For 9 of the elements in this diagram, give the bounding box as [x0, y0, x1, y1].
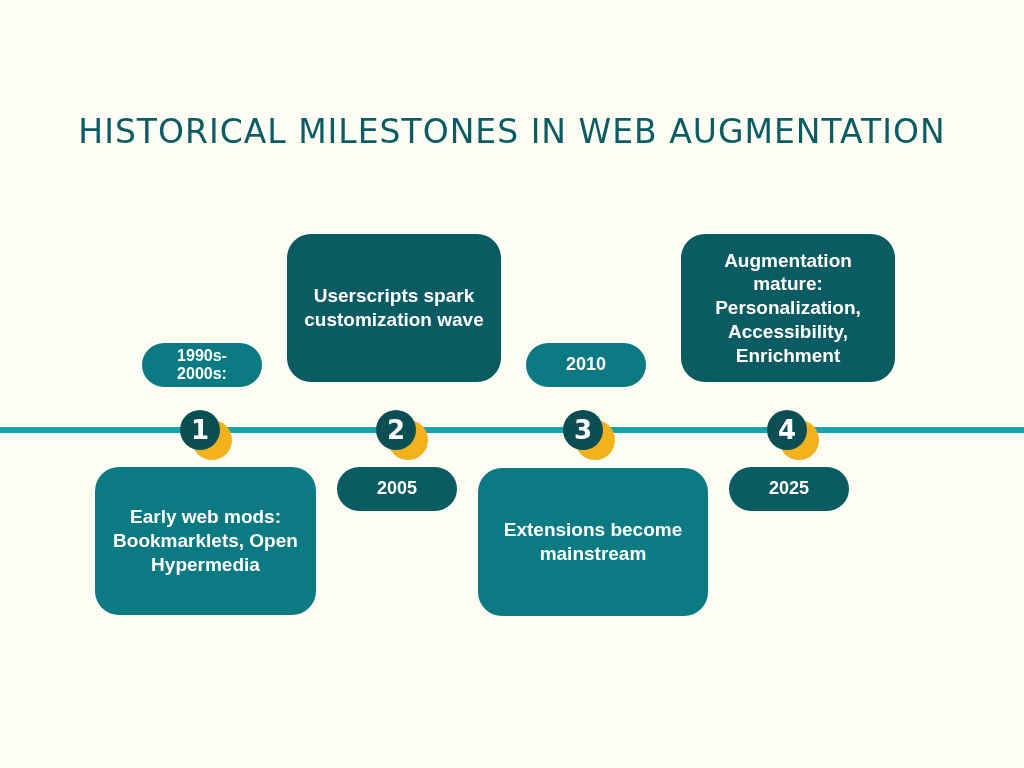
title: HISTORICAL MILESTONES IN WEB AUGMENTATION [77, 112, 947, 151]
date-pill: 2010 [526, 343, 646, 387]
date-pill: 2005 [337, 467, 457, 511]
milestone-card: Extensions become mainstream [478, 468, 708, 616]
milestone-card: Userscripts spark customization wave [287, 234, 501, 382]
date-pill: 1990s- 2000s: [142, 343, 262, 387]
date-pill: 2025 [729, 467, 849, 511]
milestone-card: Augmentation mature: Personalization, Accessibility, Enrichment [681, 234, 895, 382]
milestone-card: Early web mods: Bookmarklets, Open Hypermedia [95, 467, 316, 615]
